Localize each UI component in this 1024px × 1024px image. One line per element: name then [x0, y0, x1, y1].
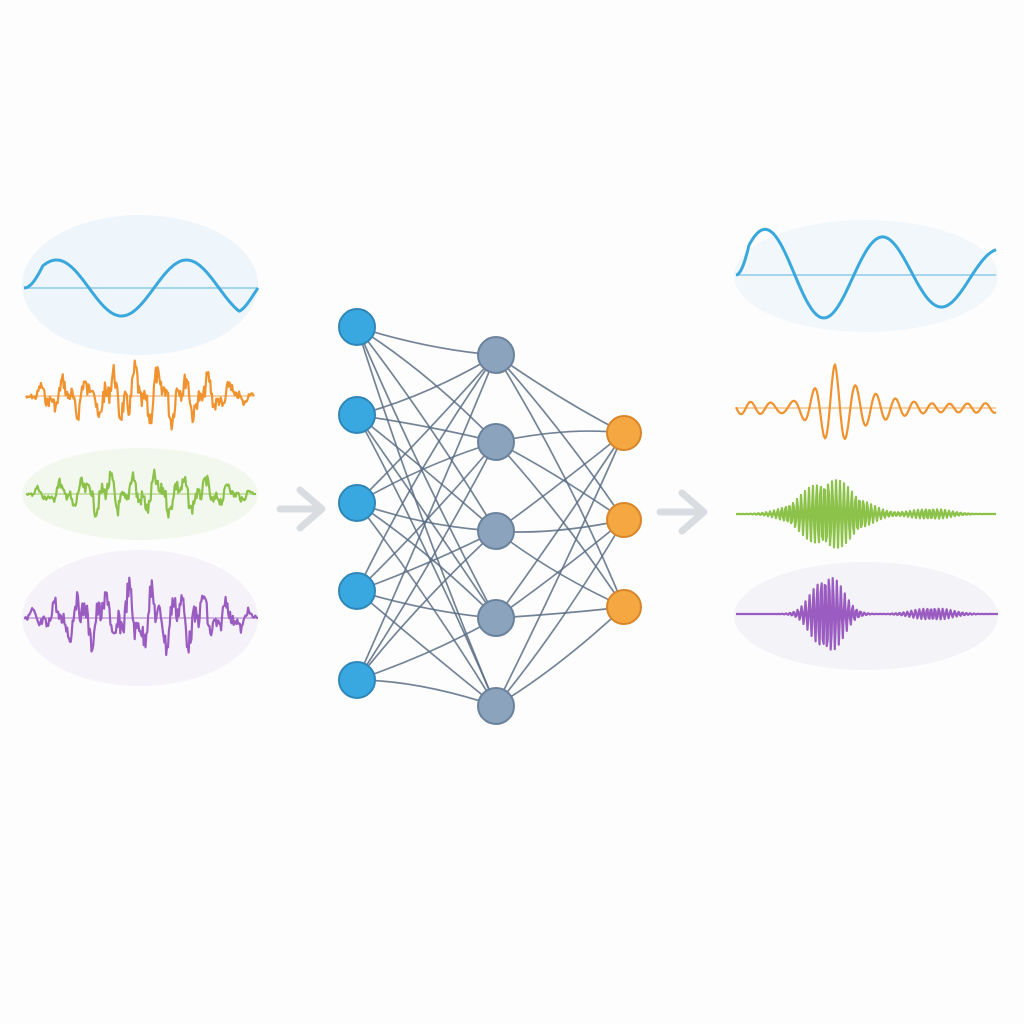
network-edge	[495, 519, 625, 707]
network-edge	[356, 530, 497, 681]
waveform-bubble	[734, 220, 998, 332]
network-edge	[495, 441, 625, 608]
input-wave-green	[22, 448, 258, 540]
hidden-node	[477, 512, 515, 550]
network-edge	[356, 326, 497, 532]
waveform-bubble	[22, 215, 258, 355]
input-wave-sine	[22, 215, 260, 355]
hidden-node	[477, 599, 515, 637]
output-wave-orange	[735, 363, 997, 441]
waveform-line	[25, 359, 255, 431]
network-edge	[356, 502, 497, 707]
network-edge	[356, 679, 497, 707]
network-edge	[356, 354, 497, 504]
network-edge	[495, 530, 625, 608]
input-node	[338, 308, 376, 346]
layer-hidden	[477, 336, 515, 725]
network-edge	[356, 326, 497, 619]
network-edge	[495, 441, 625, 521]
input-wave-purple	[22, 550, 259, 686]
network-edge	[356, 502, 497, 619]
layer-input	[338, 308, 376, 699]
input-wave-orange	[25, 359, 255, 431]
output-wave-sine	[734, 220, 998, 332]
input-node	[338, 572, 376, 610]
network-nodes	[338, 308, 642, 725]
waveform-line	[23, 576, 259, 657]
network-edge	[356, 530, 497, 592]
network-edge	[356, 354, 497, 592]
waveform-line	[735, 363, 997, 441]
network-edge	[356, 441, 497, 681]
network-edge	[356, 414, 497, 443]
network-edge	[495, 606, 625, 619]
hidden-node	[477, 423, 515, 461]
network-edge	[356, 441, 497, 592]
waveform-line	[735, 577, 999, 651]
output-node	[606, 415, 642, 451]
output-node	[606, 589, 642, 625]
input-node	[338, 396, 376, 434]
network-edge	[356, 414, 497, 707]
network-edge	[495, 519, 625, 533]
output-wave-purple	[734, 562, 999, 670]
network-edge	[356, 590, 497, 619]
waveform-line	[735, 227, 997, 320]
hidden-node	[477, 336, 515, 374]
network-edge	[495, 354, 625, 521]
network-edge	[356, 354, 497, 681]
right-arrow-icon	[276, 486, 326, 532]
input-node	[338, 484, 376, 522]
waveform-line	[23, 258, 260, 318]
output-waveforms	[734, 220, 999, 670]
input-waveforms	[22, 215, 260, 686]
waveform-line	[735, 479, 997, 549]
input-node	[338, 661, 376, 699]
network-edge	[356, 590, 497, 707]
network-edge	[495, 432, 625, 707]
output-node	[606, 502, 642, 538]
network-edge	[495, 519, 625, 619]
network-edge	[495, 354, 625, 608]
network-edge	[356, 326, 497, 443]
network-edge	[495, 430, 625, 443]
network-edge	[495, 432, 625, 532]
layer-output	[606, 415, 642, 625]
waveform-line	[25, 468, 257, 519]
network-edge	[356, 326, 497, 707]
hidden-node	[477, 687, 515, 725]
output-wave-green	[735, 479, 997, 549]
network-edge	[495, 354, 625, 434]
network-edge	[495, 432, 625, 619]
network-edge	[356, 414, 497, 619]
right-arrow-icon	[656, 489, 708, 535]
